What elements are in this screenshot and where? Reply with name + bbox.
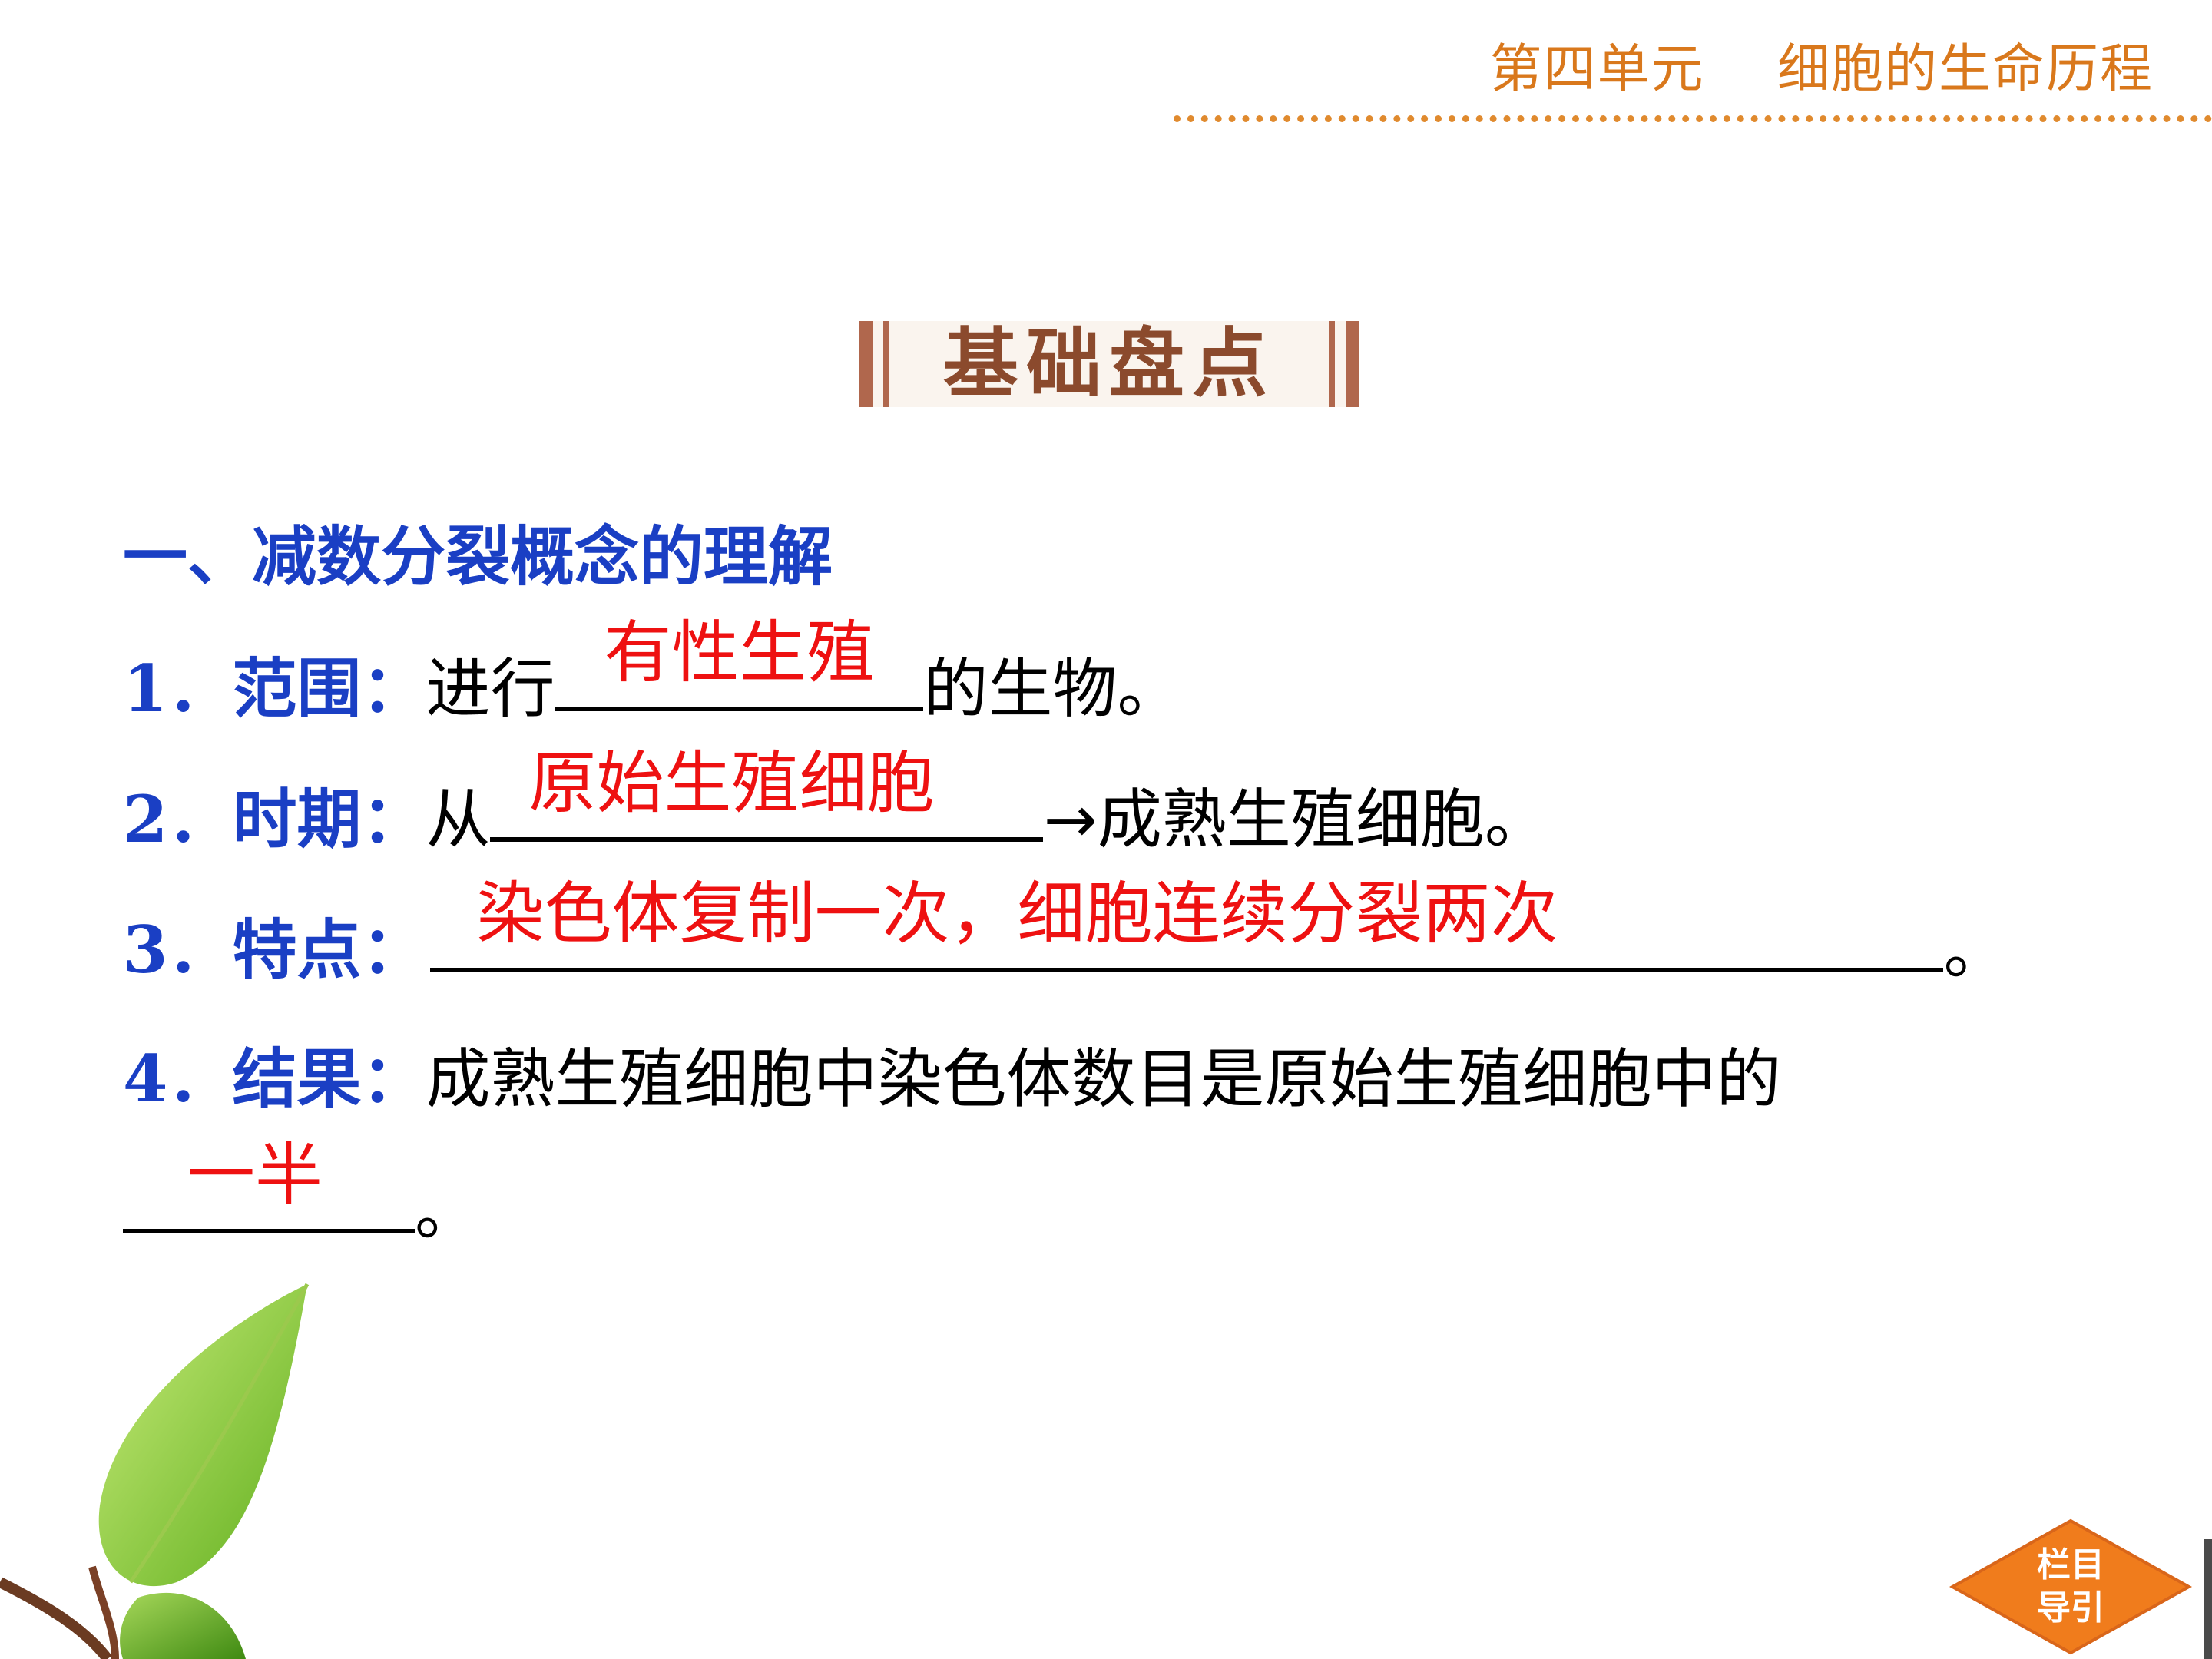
nav-button-label: 栏目 导引 [1949, 1544, 2192, 1630]
item-result-continued: 一半 。 [123, 1135, 480, 1253]
nav-diamond-icon [1949, 1518, 2192, 1655]
item-number: 3． [123, 912, 233, 988]
answer-blank: 原始生殖细胞 [490, 743, 1044, 842]
item-text-after: 。 [1943, 912, 2008, 988]
item-text-after: 。 [415, 1174, 480, 1249]
item-text-before: 从 [426, 782, 491, 857]
section-badge: 基础盘点 [859, 321, 1359, 407]
section-nav-button[interactable]: 栏目 导引 [1949, 1518, 2192, 1656]
answer-blank: 有性生殖 [555, 613, 924, 711]
item-label: 结果： [232, 1041, 426, 1117]
answer-blank: 染色体复制一次，细胞连续分裂两次 [430, 874, 1944, 972]
chapter-label: 细胞的生命历程 [1777, 39, 2154, 100]
answer-text: 染色体复制一次，细胞连续分裂两次 [476, 874, 1558, 953]
badge-bar-left-thin [883, 321, 889, 407]
section-title: 基础盘点 [942, 320, 1275, 408]
item-number: 1． [123, 651, 233, 727]
leaf-decoration [0, 1283, 310, 1659]
item-label: 时期： [232, 781, 426, 857]
item-number: 4． [123, 1041, 233, 1117]
item-text-after: 的生物。 [923, 651, 1182, 727]
item-label: 范围： [232, 651, 426, 727]
corner-edge [2204, 1539, 2212, 1659]
header-divider [1174, 115, 2212, 122]
nav-label-line1: 栏目 [2037, 1545, 2104, 1584]
item-feature: 3．特点： 染色体复制一次，细胞连续分裂两次 。 [123, 874, 2008, 992]
item-range: 1．范围：进行有性生殖的生物。 [123, 613, 1182, 730]
item-text-after: →成熟生殖细胞。 [1043, 782, 1549, 857]
nav-label-line2: 导引 [2037, 1588, 2104, 1628]
unit-label: 第四单元 [1489, 39, 1705, 100]
item-text-before: 成熟生殖细胞中染色体数目是原始生殖细胞中的 [426, 1041, 1781, 1117]
badge-bar-right-thin [1329, 321, 1335, 407]
item-number: 2． [123, 781, 233, 857]
header-title: 第四单元 细胞的生命历程 [1490, 26, 2154, 102]
topic-heading: 一、减数分裂概念的理解 [123, 518, 833, 594]
item-result: 4．结果：成熟生殖细胞中染色体数目是原始生殖细胞中的 [123, 1028, 1780, 1121]
answer-blank: 一半 [123, 1135, 415, 1233]
item-label: 特点： [232, 912, 426, 988]
item-text-before: 进行 [426, 651, 555, 727]
item-period: 2．时期：从原始生殖细胞 →成熟生殖细胞。 [123, 743, 1549, 861]
answer-text: 原始生殖细胞 [528, 743, 935, 823]
answer-text: 一半 [187, 1135, 323, 1214]
badge-bar-right-thick [1346, 321, 1359, 407]
badge-bar-left-thick [859, 321, 873, 407]
answer-text: 有性生殖 [604, 613, 875, 692]
